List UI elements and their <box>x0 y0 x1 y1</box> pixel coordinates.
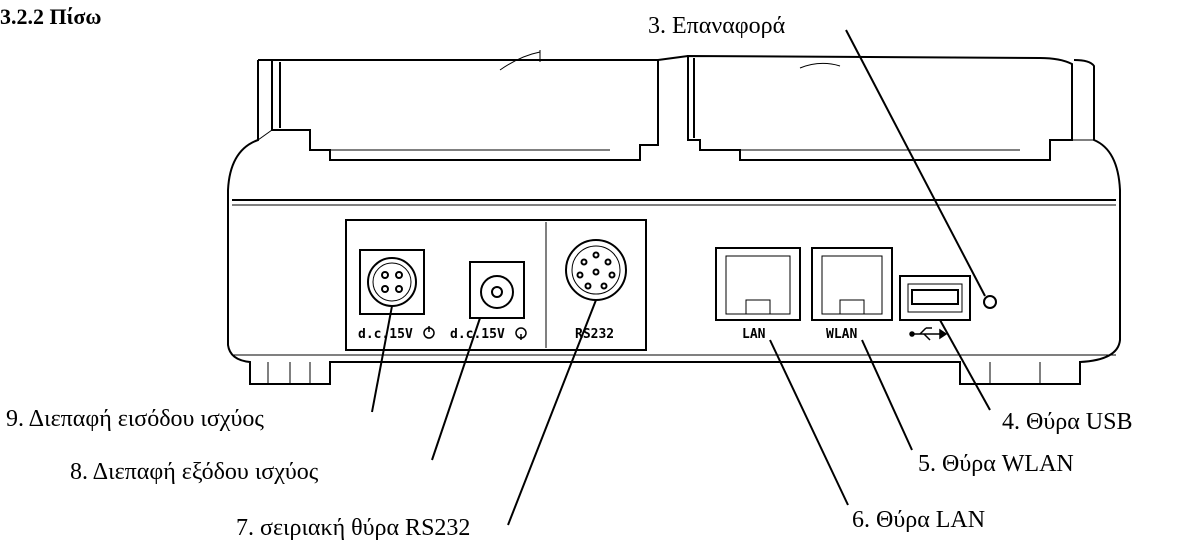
wlan-leader <box>861 339 913 451</box>
power-out-callout: 8. Διεπαφή εξόδου ισχύος <box>70 459 319 485</box>
lan-port <box>715 247 801 321</box>
power-out-leader <box>431 317 481 461</box>
lan-leader <box>769 339 849 506</box>
reset-button-hole <box>983 295 997 309</box>
paper-cover-right <box>687 54 1073 161</box>
leader-lines <box>371 29 991 526</box>
power-output-label: d.c.15V <box>450 327 505 342</box>
usb-trident-icon <box>909 327 948 341</box>
dc-output-symbol-icon <box>515 327 527 340</box>
usb-port <box>899 275 971 321</box>
usb-leader <box>939 319 991 411</box>
wlan-label: WLAN <box>826 327 857 342</box>
rs232-leader <box>507 299 597 526</box>
power-input-connector <box>359 249 425 315</box>
usb-callout: 4. Θύρα USB <box>1002 409 1133 435</box>
wlan-port <box>811 247 893 321</box>
connector-panel <box>345 219 647 351</box>
section-heading: 3.2.2 Πίσω <box>0 4 102 29</box>
power-output-connector <box>469 261 525 319</box>
lan-callout: 6. Θύρα LAN <box>852 507 986 533</box>
wlan-callout: 5. Θύρα WLAN <box>918 451 1074 477</box>
paper-cover-left <box>271 50 659 161</box>
rs232-callout: 7. σειριακή θύρα RS232 <box>236 515 471 541</box>
reset-callout: 3. Επαναφορά <box>648 13 786 39</box>
rs232-connector <box>565 239 627 301</box>
power-in-leader <box>371 305 393 413</box>
device-body <box>227 55 1121 385</box>
dc-input-symbol-icon <box>423 326 435 339</box>
power-input-label: d.c.15V <box>358 327 413 342</box>
power-in-callout: 9. Διεπαφή εισόδου ισχύος <box>6 406 264 432</box>
reset-leader <box>845 29 986 297</box>
lan-label: LAN <box>742 327 766 342</box>
